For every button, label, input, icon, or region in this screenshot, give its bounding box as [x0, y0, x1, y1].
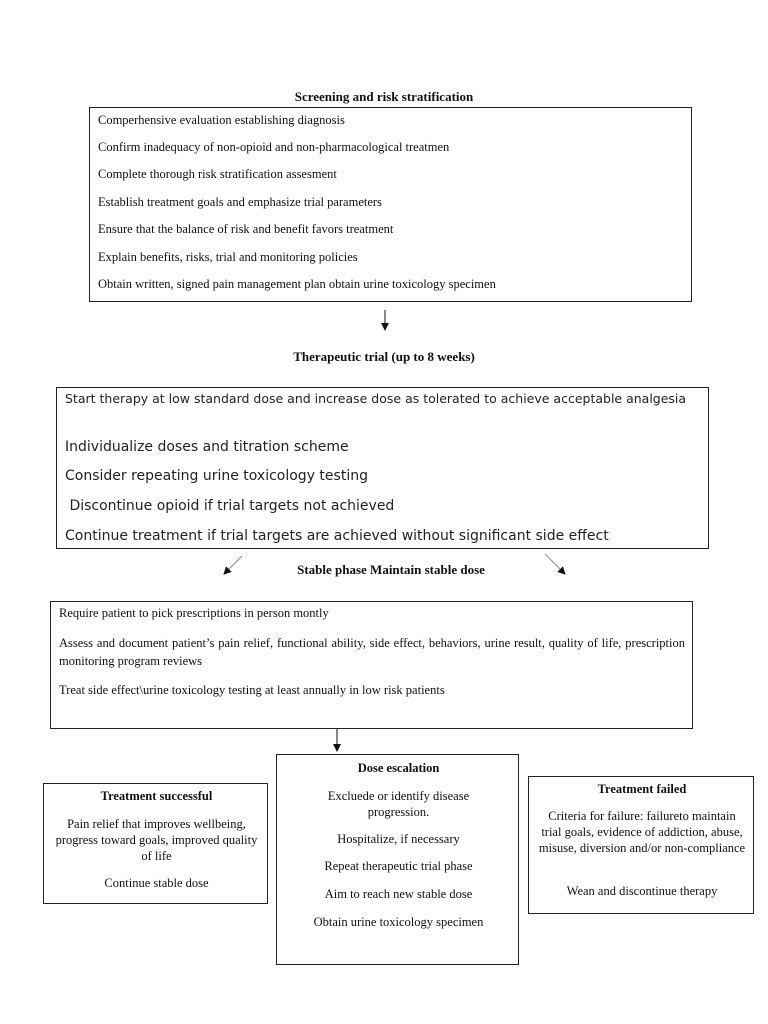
- trial-item: Start therapy at low standard dose and i…: [65, 391, 687, 406]
- trial-item: Continue treatment if trial targets are …: [65, 528, 609, 544]
- success-item: Continue stable dose: [104, 876, 209, 890]
- screening-item: Establish treatment goals and emphasize …: [98, 195, 382, 209]
- failed-item: Wean and discontinue therapy: [566, 884, 718, 898]
- failed-box: Treatment failed Criteria for failure: f…: [528, 776, 754, 914]
- screening-title: Screening and risk stratification: [294, 89, 474, 104]
- success-item: Pain relief that improves wellbeing, pro…: [55, 817, 258, 863]
- success-box: Treatment successful Pain relief that im…: [43, 783, 268, 904]
- trial-title: Therapeutic trial (up to 8 weeks): [293, 349, 475, 364]
- failed-title: Treatment failed: [597, 782, 687, 796]
- stable-item: Assess and document patient’s pain relie…: [59, 636, 685, 668]
- screening-item: Ensure that the balance of risk and bene…: [98, 222, 394, 236]
- screening-item: Complete thorough risk stratification as…: [98, 167, 337, 181]
- trial-box: Start therapy at low standard dose and i…: [56, 387, 709, 549]
- screening-item: Explain benefits, risks, trial and monit…: [98, 250, 358, 264]
- arrow-to-right: [544, 553, 566, 575]
- escalation-box: Dose escalation Excluede or identify dis…: [276, 754, 519, 965]
- escalation-item: Hospitalize, if necessary: [337, 832, 460, 846]
- escalation-item: Aim to reach new stable dose: [324, 887, 473, 901]
- stable-box: Require patient to pick prescriptions in…: [50, 601, 693, 729]
- screening-item: Obtain written, signed pain management p…: [98, 277, 496, 291]
- trial-item: Individualize doses and titration scheme: [65, 439, 349, 455]
- screening-item: Comperhensive evaluation establishing di…: [98, 113, 345, 127]
- escalation-title: Dose escalation: [357, 761, 440, 775]
- screening-item: Confirm inadequacy of non-opioid and non…: [98, 140, 450, 154]
- trial-item: Discontinue opioid if trial targets not …: [65, 498, 395, 514]
- stable-title: Stable phase Maintain stable dose: [297, 562, 485, 577]
- failed-item: Criteria for failure: failureto maintain…: [538, 809, 746, 855]
- stable-item: Treat side effect\urine toxicology testi…: [59, 683, 445, 697]
- screening-box: Comperhensive evaluation establishing di…: [89, 107, 692, 302]
- arrow-to-left: [223, 555, 243, 575]
- escalation-item: Repeat therapeutic trial phase: [324, 859, 473, 873]
- escalation-item: Obtain urine toxicology specimen: [313, 915, 484, 929]
- trial-item: Consider repeating urine toxicology test…: [65, 468, 368, 484]
- escalation-item: Excluede or identify disease progression…: [327, 789, 470, 819]
- success-title: Treatment successful: [100, 789, 213, 803]
- stable-item: Require patient to pick prescriptions in…: [59, 606, 329, 620]
